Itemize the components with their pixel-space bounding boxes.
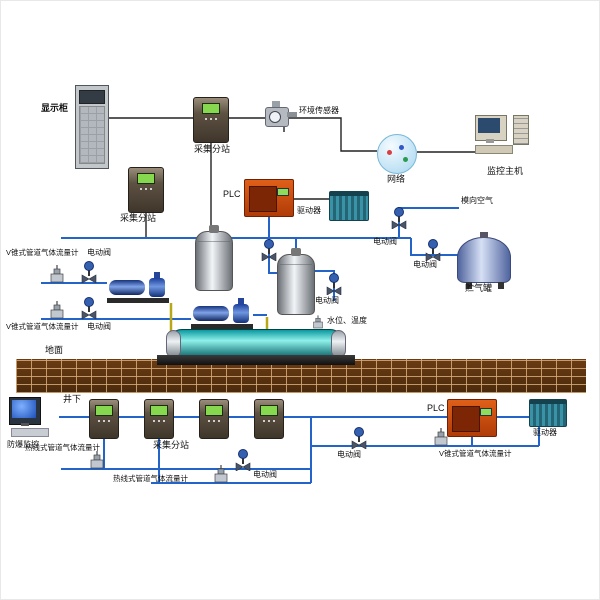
display-cabinet xyxy=(75,85,109,169)
hotwire-flowmeter-icon xyxy=(213,465,229,483)
pump-1 xyxy=(107,272,169,303)
collection-substation-1 xyxy=(193,97,229,143)
electric-valve-icon xyxy=(81,297,97,319)
electric-valve-icon xyxy=(391,207,407,229)
computer-tower xyxy=(513,115,529,145)
collection-substation-u4 xyxy=(254,399,284,439)
electric-valve-icon xyxy=(81,261,97,283)
collection-substation-u1 xyxy=(89,399,119,439)
pump-head xyxy=(149,278,165,297)
ground-label: 地面 xyxy=(45,345,64,355)
lateral-air-label: 模向空气 xyxy=(461,196,493,205)
monitor-stand xyxy=(21,423,29,426)
network-label: 网络 xyxy=(387,174,406,184)
electric-valve-icon xyxy=(235,449,251,471)
driver-underground-label: 驱动器 xyxy=(533,428,557,437)
pump-2 xyxy=(191,298,253,329)
driver-box-underground xyxy=(529,399,567,427)
pump-base xyxy=(191,324,253,329)
collection-substation-u3 xyxy=(199,399,229,439)
vertical-tank-1 xyxy=(195,231,233,291)
keyboard xyxy=(475,145,513,154)
collection-substation-2 xyxy=(128,167,164,213)
explosionproof-monitor-label: 防爆监控 xyxy=(7,440,39,449)
plc-box-surface xyxy=(244,179,294,217)
explosionproof-monitor-computer xyxy=(9,397,59,439)
monitor-host-label: 监控主机 xyxy=(487,166,524,176)
substation-screen xyxy=(260,405,278,422)
monitor-stand xyxy=(486,139,494,143)
substation-screen xyxy=(202,103,220,120)
storage-tank-label: 贮气罐 xyxy=(465,283,493,293)
black-signal-wires xyxy=(109,117,477,237)
network-cloud xyxy=(377,134,417,174)
substation-screen xyxy=(205,405,223,422)
vcone-flowmeter-bottom-label: V锥式管道气体流量计 xyxy=(439,449,512,458)
plc-box-underground xyxy=(447,399,497,437)
monitoring-host-computer xyxy=(475,115,529,161)
underground-label: 井下 xyxy=(63,394,82,404)
pump-motor xyxy=(109,280,145,295)
vcone-flowmeter-label: V锥式管道气体流量计 xyxy=(6,322,79,331)
substation-screen xyxy=(95,405,113,422)
vcone-flowmeter-label: V锥式管道气体流量计 xyxy=(6,248,79,257)
hotwire-flowmeter-label: 热线式管道气体流量计 xyxy=(113,474,188,483)
driver-surface-label: 驱动器 xyxy=(297,206,321,215)
pump-outlet xyxy=(154,272,160,279)
hotwire-flowmeter-icon xyxy=(89,451,105,469)
substation-bottom-label: 采集分站 xyxy=(153,440,190,450)
vcone-flowmeter-icon xyxy=(433,428,449,446)
vcone-flowmeter-icon xyxy=(49,265,65,283)
electric-valve-icon xyxy=(351,427,367,449)
monitor-screen xyxy=(12,400,36,418)
valve-label: 电动阀 xyxy=(337,450,361,459)
sensor-dial xyxy=(269,111,281,123)
driver-box-surface xyxy=(329,191,369,221)
substation1-label: 采集分站 xyxy=(194,144,231,154)
electric-valve-icon xyxy=(326,273,342,295)
pump-base xyxy=(107,298,169,303)
electric-valve-icon xyxy=(261,239,277,261)
display-cabinet-label: 显示柜 xyxy=(41,103,69,113)
valve-label: 电动阀 xyxy=(87,322,111,331)
tank-base xyxy=(157,355,355,365)
sensor-arm xyxy=(287,112,297,117)
substation-screen xyxy=(150,405,168,422)
valve-label: 电动阀 xyxy=(413,260,437,269)
level-temp-label: 水位、温度 xyxy=(327,316,367,325)
valve-label: 电动阀 xyxy=(87,248,111,257)
substation2-label: 采集分站 xyxy=(120,213,157,223)
hotwire-flowmeter-label: 热线式管道气体流量计 xyxy=(25,443,100,452)
gas-storage-tank xyxy=(457,237,511,289)
level-temperature-sensor-icon xyxy=(312,315,324,329)
substation-screen xyxy=(137,173,155,190)
pump-outlet xyxy=(238,298,244,305)
environment-sensor xyxy=(265,100,299,132)
plc-underground-label: PLC xyxy=(427,403,445,413)
vertical-tank-2 xyxy=(277,254,315,315)
pump-head xyxy=(233,304,249,323)
collection-substation-u2 xyxy=(144,399,174,439)
sensor-mount xyxy=(272,101,280,108)
valve-label: 电动阀 xyxy=(315,296,339,305)
electric-valve-icon xyxy=(425,239,441,261)
keyboard xyxy=(11,428,49,437)
monitor-screen xyxy=(478,118,500,133)
valve-label: 电动阀 xyxy=(253,470,277,479)
vcone-flowmeter-icon xyxy=(49,301,65,319)
valve-label: 电动阀 xyxy=(373,237,397,246)
plc-surface-label: PLC xyxy=(223,189,241,199)
env-sensor-label: 环境传感器 xyxy=(299,106,339,115)
pump-motor xyxy=(193,306,229,321)
